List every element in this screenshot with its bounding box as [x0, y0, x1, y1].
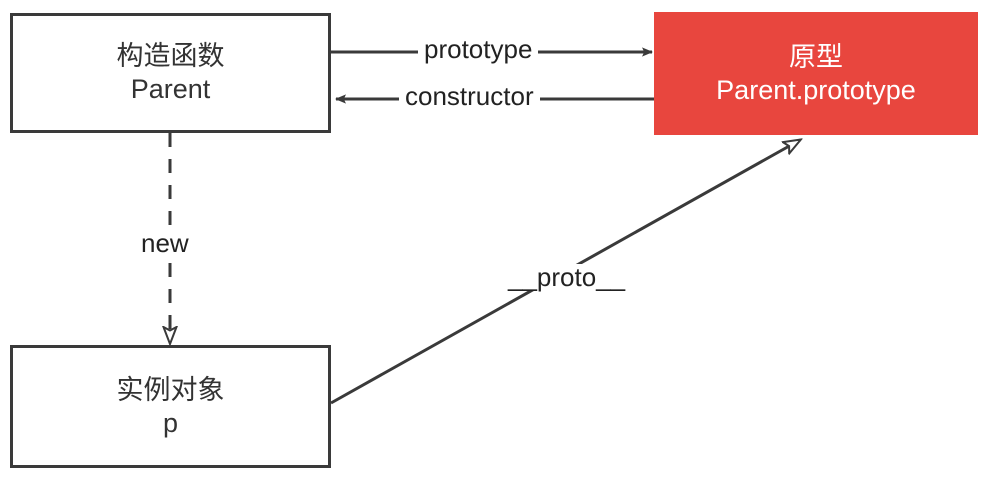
edge-label-constructor: constructor	[399, 83, 540, 109]
node-instance-subtitle: p	[162, 407, 179, 438]
node-constructor-title: 构造函数	[116, 41, 225, 72]
edge-label-prototype: prototype	[418, 36, 539, 62]
node-prototype-subtitle: Parent.prototype	[716, 74, 916, 105]
node-instance-title: 实例对象	[116, 374, 225, 405]
node-constructor-parent[interactable]: 构造函数 Parent	[10, 13, 331, 133]
node-prototype-object[interactable]: 原型 Parent.prototype	[654, 12, 978, 135]
node-constructor-subtitle: Parent	[130, 74, 211, 104]
edge-label-proto: __proto__	[500, 264, 634, 290]
node-prototype-title: 原型	[789, 41, 843, 72]
edge-label-new: new	[136, 228, 194, 258]
node-instance-object[interactable]: 实例对象 p	[10, 345, 331, 468]
